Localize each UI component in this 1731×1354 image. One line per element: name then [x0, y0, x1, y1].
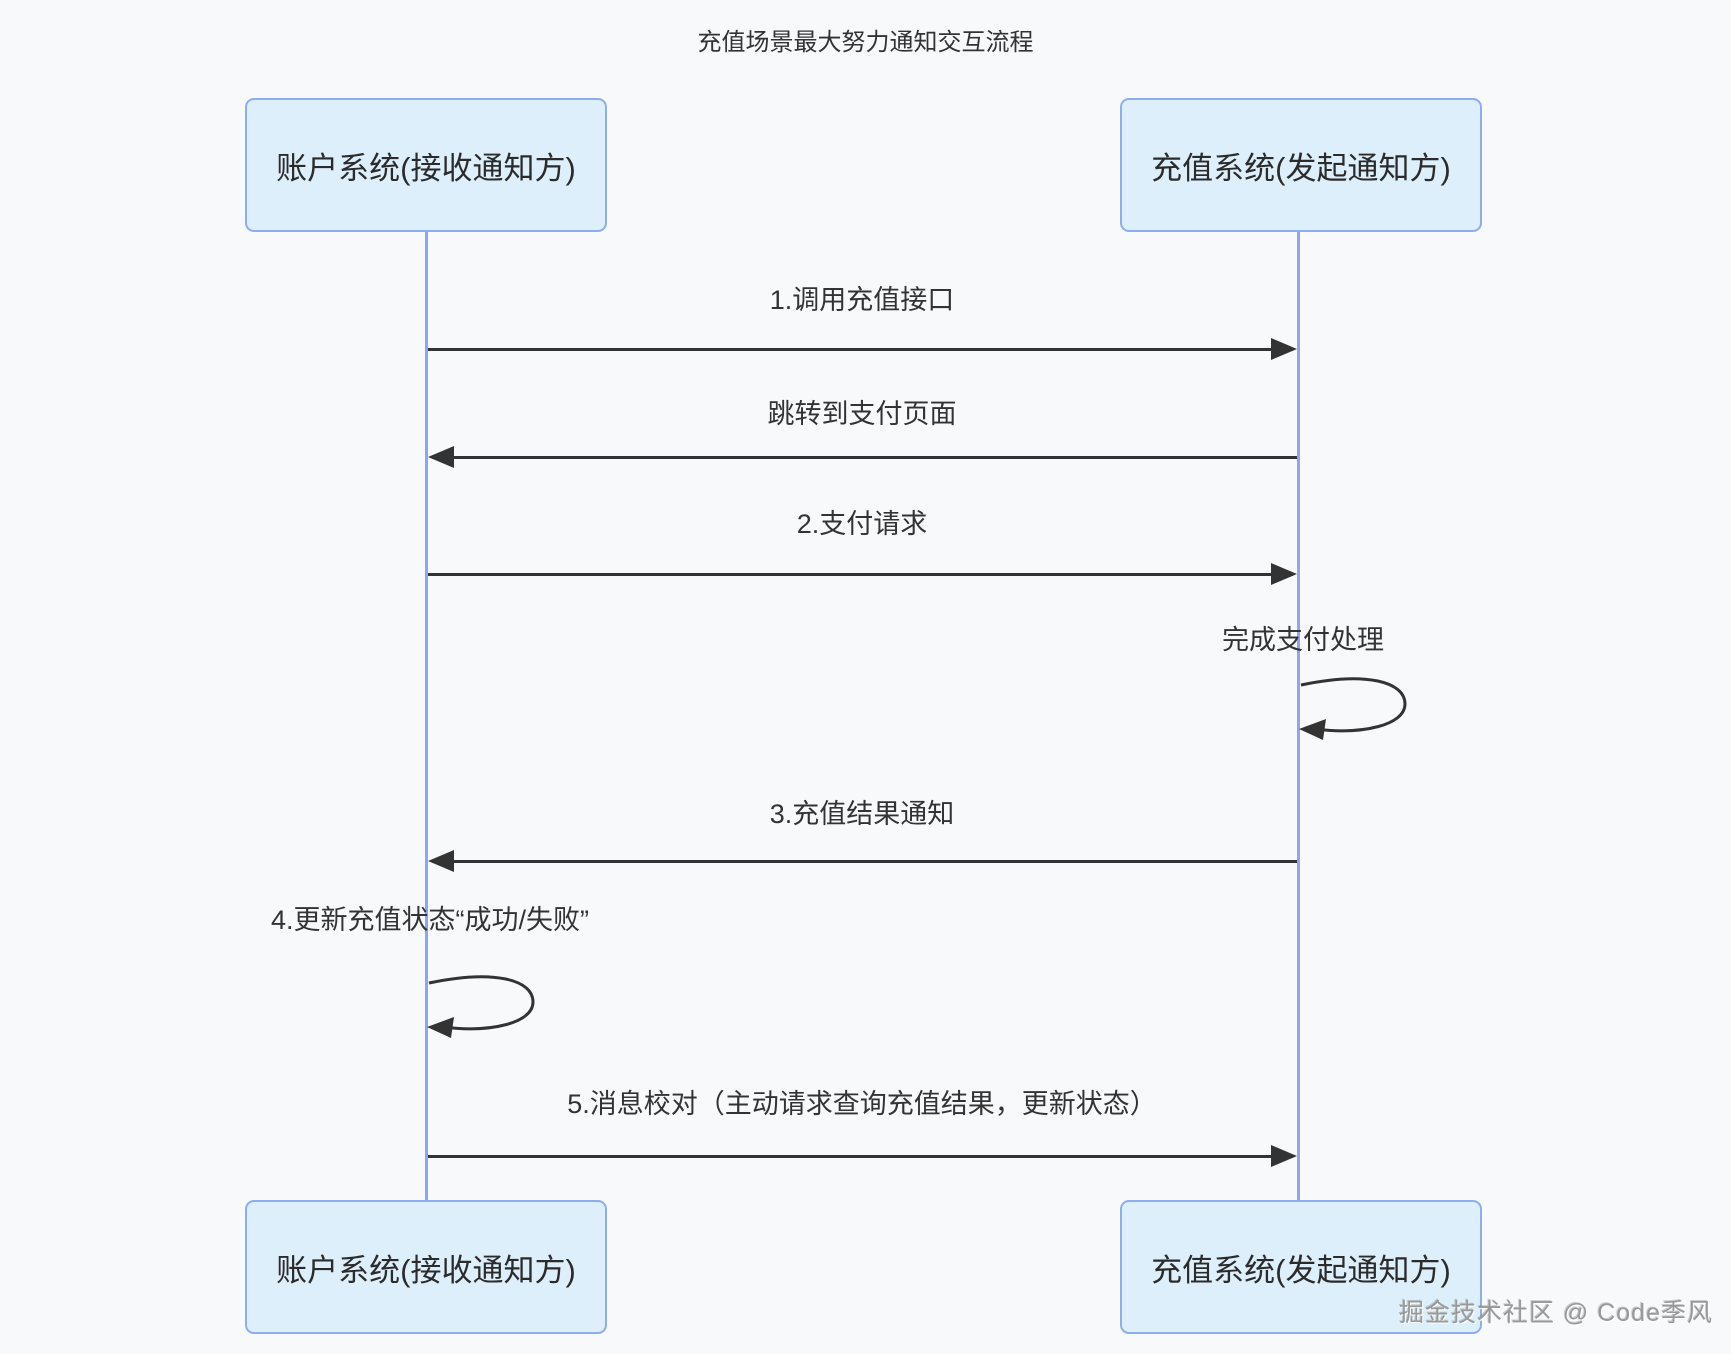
- actor-box-recharge-top: 充值系统(发起通知方): [1120, 98, 1482, 232]
- actor-box-account-top: 账户系统(接收通知方): [245, 98, 607, 232]
- arrow-shaft: [428, 1155, 1293, 1158]
- actor-box-account-bottom: 账户系统(接收通知方): [245, 1200, 607, 1334]
- actor-label-recharge-bottom: 充值系统(发起通知方): [1151, 1252, 1451, 1288]
- message-label-2: 跳转到支付页面: [767, 399, 957, 429]
- lifeline-account: [425, 232, 428, 1200]
- arrow-shaft: [428, 573, 1293, 576]
- arrowhead-right-icon: [1271, 338, 1297, 360]
- arrow-shaft: [432, 860, 1297, 863]
- arrowhead-left-icon: [428, 850, 454, 872]
- arrowhead-right-icon: [1271, 1145, 1297, 1167]
- self-message-label-account: 4.更新充值状态“成功/失败”: [270, 905, 590, 935]
- message-label-5: 5.消息校对（主动请求查询充值结果，更新状态）: [567, 1089, 1157, 1119]
- actor-label-account-bottom: 账户系统(接收通知方): [276, 1252, 576, 1288]
- actor-box-recharge-bottom: 充值系统(发起通知方): [1120, 1200, 1482, 1334]
- message-arrow-2: [428, 446, 1297, 470]
- arrow-shaft: [432, 456, 1297, 459]
- watermark-text: 掘金技术社区 @ Code季风: [1398, 1299, 1713, 1327]
- self-loop-arrow-recharge-icon: [1299, 677, 1407, 740]
- message-arrow-1: [428, 338, 1297, 362]
- message-label-4: 3.充值结果通知: [769, 799, 955, 829]
- lifeline-recharge: [1297, 232, 1300, 1200]
- arrow-shaft: [428, 348, 1293, 351]
- message-arrow-3: [428, 563, 1297, 587]
- arrowhead-left-icon: [428, 446, 454, 468]
- message-arrow-5: [428, 1145, 1297, 1169]
- actor-label-recharge-top: 充值系统(发起通知方): [1151, 150, 1451, 186]
- arrowhead-right-icon: [1271, 563, 1297, 585]
- message-label-3: 2.支付请求: [796, 509, 928, 539]
- self-loop-arrow-account-icon: [427, 975, 535, 1038]
- diagram-title: 充值场景最大努力通知交互流程: [697, 29, 1034, 56]
- message-arrow-4: [428, 850, 1297, 874]
- self-message-label-recharge: 完成支付处理: [1222, 625, 1384, 655]
- actor-label-account-top: 账户系统(接收通知方): [276, 150, 576, 186]
- message-label-1: 1.调用充值接口: [769, 285, 955, 315]
